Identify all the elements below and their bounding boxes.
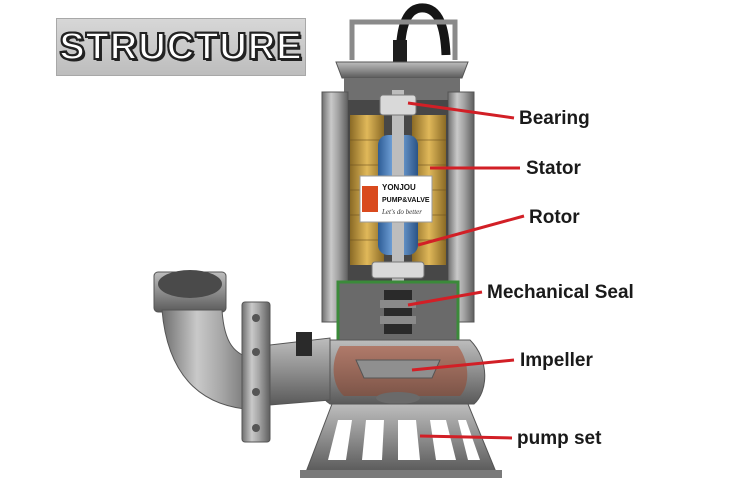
top-cap	[335, 61, 469, 104]
label-impeller: Impeller	[520, 350, 593, 371]
leader-pump-set	[419, 434, 513, 440]
seal-housing	[336, 280, 460, 344]
brand-name: YONJOU	[382, 183, 416, 192]
leader-bearing	[407, 101, 515, 120]
label-stator: Stator	[526, 158, 581, 179]
impeller	[355, 359, 441, 404]
diagram-title: STRUCTURE	[58, 25, 303, 69]
label-rotor: Rotor	[529, 207, 580, 228]
upper-bearing	[371, 94, 425, 279]
leader-impeller	[411, 358, 515, 372]
leader-lines	[407, 101, 525, 440]
title-banner: STRUCTURE	[56, 18, 306, 76]
label-bearing: Bearing	[519, 108, 590, 129]
brand-line2: PUMP&VALVE	[382, 197, 430, 204]
leader-mechanical-seal	[407, 290, 483, 307]
discharge-elbow	[153, 270, 331, 443]
pump-stand	[300, 403, 502, 478]
lifting-handle	[349, 19, 458, 60]
label-mechanical-seal: Mechanical Seal	[487, 282, 634, 303]
cable	[393, 3, 451, 68]
brand-slogan: Let's do better	[381, 208, 422, 216]
label-pump-set: pump set	[517, 428, 602, 449]
leader-rotor	[417, 214, 525, 247]
brand-plate	[359, 175, 433, 223]
